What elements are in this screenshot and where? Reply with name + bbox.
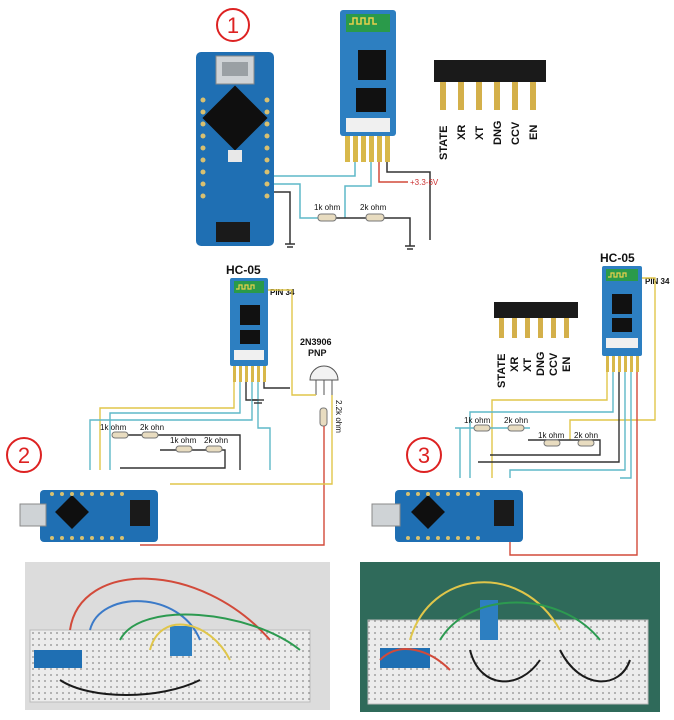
pin-header-2: STATE XR XT DNG CCV EN: [494, 302, 578, 388]
transistor-type-label: PNP: [308, 348, 327, 358]
resistor-2k-p3b: 2k ohn: [574, 431, 598, 447]
transistor-name-label: 2N3906: [300, 337, 332, 347]
resistor-1k-p1: 1k ohm: [314, 203, 341, 222]
panel-1: 1: [196, 8, 546, 250]
resistor-1k-p3a: 1k ohm: [464, 416, 491, 432]
pin34-label-2: PIN 34: [270, 288, 295, 297]
hc05-module-3: [602, 266, 642, 372]
step-number-1: 1: [216, 8, 250, 42]
arduino-nano-board-2: [19, 490, 158, 542]
pnp-transistor: 2N3906 PNP: [300, 337, 339, 395]
pin-label-gnd: DNG: [492, 121, 504, 145]
pin-label-gnd-2: DNG: [535, 352, 547, 376]
resistor-1k-p2a: 1k ohm: [100, 423, 129, 439]
pin-header-1: STATE XR XT DNG CCV EN: [434, 60, 546, 160]
arduino-nano-board-3: [371, 490, 523, 542]
resistor-p2a-label: 1k ohm: [100, 423, 127, 432]
step-number-2: 2: [6, 437, 42, 473]
step-number-3-text: 3: [418, 443, 430, 468]
pin-label-tx: XT: [474, 126, 486, 140]
resistor-2k-label: 2k ohm: [360, 203, 387, 212]
panel-3: 3 HC-05 PIN 34 STATE: [360, 251, 670, 712]
pin-label-vcc: CCV: [510, 121, 522, 145]
panel-2: 2 HC-05 PIN 34 2N3906 PNP: [6, 263, 343, 710]
hc05-module-1: [340, 10, 396, 162]
panel-1-wires: [274, 162, 431, 250]
resistor-1k-label: 1k ohm: [314, 203, 341, 212]
pin34-label-3: PIN 34: [645, 277, 670, 286]
resistor-base-label: 2.2k ohm: [334, 400, 343, 433]
resistor-p2c-label: 1k ohm: [170, 436, 197, 445]
step-number-2-text: 2: [18, 443, 30, 468]
resistor-p3c-label: 1k ohm: [538, 431, 565, 440]
breadboard-photo-3: [360, 562, 660, 712]
panel-2-wires: [89, 289, 333, 546]
pin-label-en-2: EN: [561, 357, 573, 372]
resistor-2k-p3a: 2k ohn: [504, 416, 528, 432]
pin-label-en: EN: [528, 125, 540, 140]
breadboard-photo-2: [25, 562, 330, 710]
pin-label-rx: XR: [456, 125, 468, 140]
resistor-p2b-label: 2k ohn: [140, 423, 164, 432]
resistor-1k-p2b: 1k ohm: [170, 436, 197, 453]
step-number-3: 3: [406, 437, 442, 473]
resistor-p3d-label: 2k ohn: [574, 431, 598, 440]
resistor-1k-p3b: 1k ohm: [538, 431, 565, 447]
supply-voltage-label: +3.3-6V: [410, 178, 439, 187]
pin-label-state-2: STATE: [496, 354, 508, 388]
pin-label-vcc-2: CCV: [548, 352, 560, 376]
hc05-title-2: HC-05: [226, 263, 261, 277]
resistor-p3b-label: 2k ohn: [504, 416, 528, 425]
resistor-2k-p1: 2k ohm: [360, 203, 387, 222]
resistor-2k2-base: 2.2k ohm: [319, 400, 343, 433]
resistor-p3a-label: 1k ohm: [464, 416, 491, 425]
resistor-2k-p2a: 2k ohn: [140, 423, 164, 439]
hc05-title-3: HC-05: [600, 251, 635, 265]
pin-label-tx-2: XT: [522, 358, 534, 372]
arduino-nano-board: [196, 52, 274, 246]
pin-label-state: STATE: [438, 126, 450, 160]
resistor-p2d-label: 2k ohn: [204, 436, 228, 445]
resistor-2k-p2b: 2k ohn: [204, 436, 228, 453]
panel-3-wires: [455, 277, 656, 556]
hc05-module-2: [230, 278, 268, 382]
pin-label-rx-2: XR: [509, 357, 521, 372]
step-number-1-text: 1: [227, 13, 239, 38]
